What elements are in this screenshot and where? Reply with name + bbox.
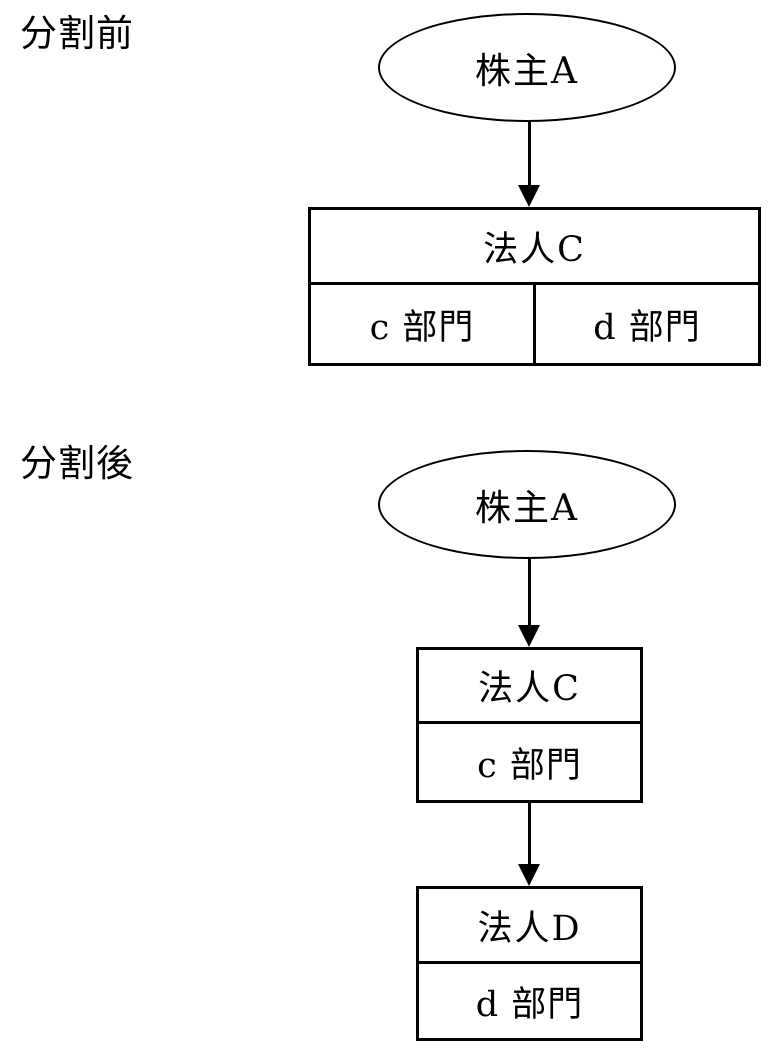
section-label-before-split: 分割前 (20, 12, 134, 55)
company-c-box-after: 法人C c 部門 (416, 647, 643, 803)
arrow-down-icon (518, 625, 540, 647)
division-row: c 部門 d 部門 (311, 285, 758, 363)
arrow-down-icon (518, 864, 540, 886)
arrow-line (528, 803, 531, 864)
section-label-after-split: 分割後 (20, 442, 134, 485)
arrow-line (528, 558, 531, 625)
company-name-cell: 法人C (311, 210, 758, 285)
company-name-cell: 法人D (419, 889, 640, 964)
division-cell-d: d 部門 (593, 307, 701, 348)
arrow-down-icon (518, 185, 540, 207)
company-name-cell: 法人C (419, 650, 640, 724)
shareholder-ellipse-after: 株主A (378, 450, 676, 559)
shareholder-ellipse-before: 株主A (378, 13, 676, 122)
division-cell-c: c 部門 (311, 285, 536, 363)
shareholder-label-after: 株主A (475, 487, 579, 529)
company-c-box-before: 法人C c 部門 d 部門 (308, 207, 761, 366)
company-d-box-after: 法人D d 部門 (416, 886, 643, 1041)
division-cell-c: c 部門 (477, 745, 582, 786)
division-cell-d: d 部門 (475, 984, 584, 1025)
shareholder-label-before: 株主A (475, 50, 579, 92)
arrow-line (528, 121, 531, 189)
